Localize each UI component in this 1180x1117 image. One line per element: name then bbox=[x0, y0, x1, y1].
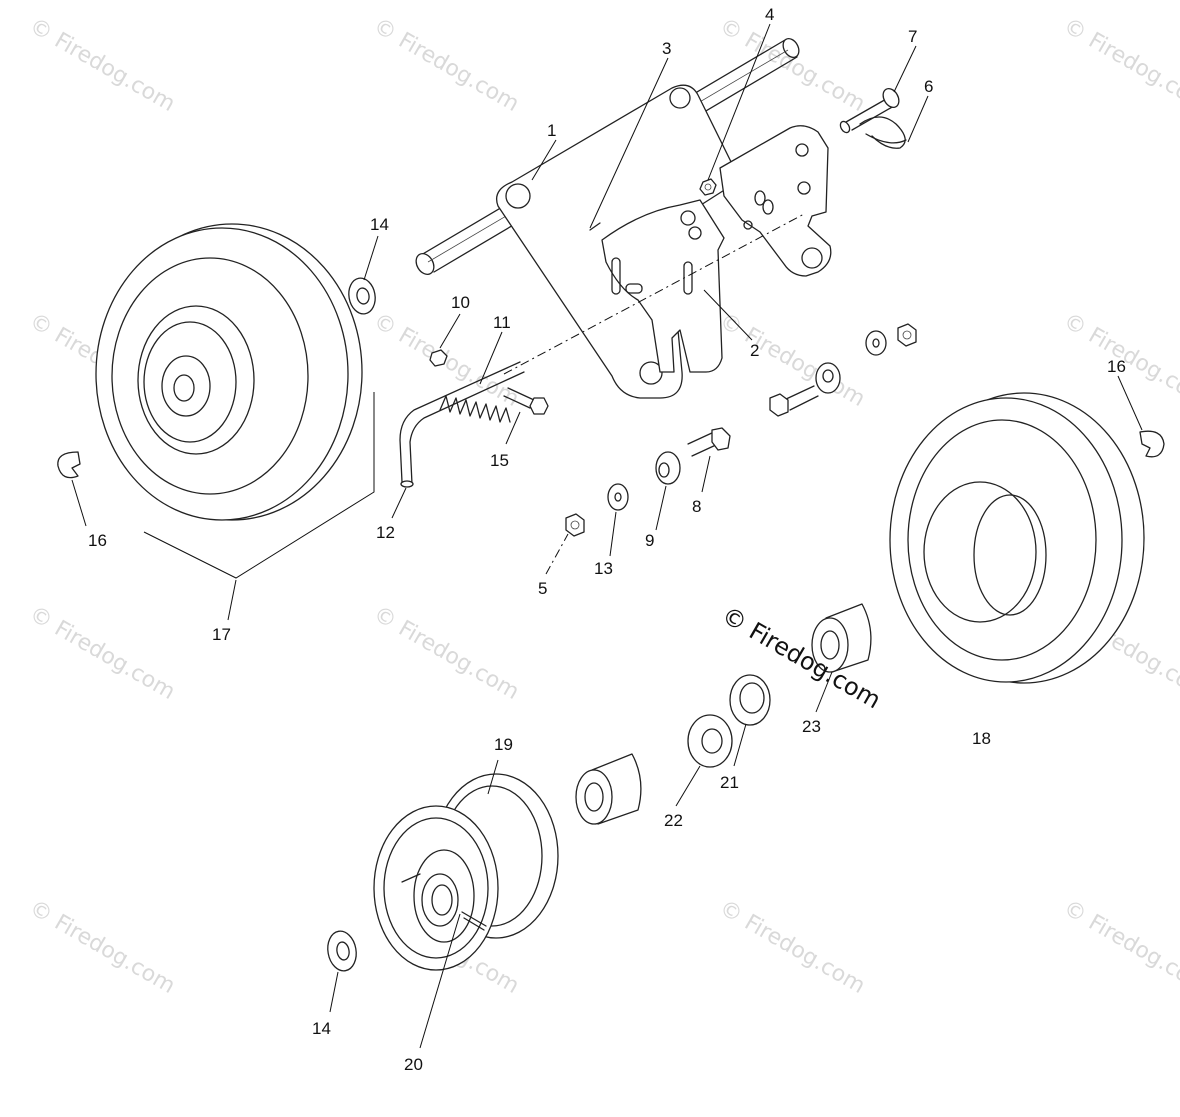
callout-6: 6 bbox=[924, 77, 933, 96]
watermark: © Firedog.com bbox=[369, 602, 523, 705]
callout-10: 10 bbox=[451, 293, 470, 312]
part-17-left-wheel bbox=[95, 223, 363, 521]
watermark: © Firedog.com bbox=[369, 14, 523, 117]
watermark: © Firedog.com bbox=[1059, 896, 1180, 999]
callout-14-upper: 14 bbox=[370, 215, 389, 234]
part-16-eclip-left bbox=[57, 451, 81, 479]
callout-9: 9 bbox=[645, 531, 654, 550]
part-9-bushing bbox=[655, 451, 681, 485]
leader-5 bbox=[545, 533, 569, 575]
part-2-adjust-bracket bbox=[601, 199, 725, 373]
part-14-washer-lower bbox=[327, 930, 357, 972]
callout-1: 1 bbox=[547, 121, 556, 140]
callout-22: 22 bbox=[664, 811, 683, 830]
part-14-washer-upper bbox=[348, 277, 376, 315]
nut-upper-right bbox=[897, 323, 917, 347]
callout-labels: 1 2 3 4 5 6 7 8 9 10 11 12 13 14 14 15 1… bbox=[88, 5, 1126, 1074]
callout-8: 8 bbox=[692, 497, 701, 516]
part-11-spring bbox=[439, 395, 511, 423]
callout-11: 11 bbox=[493, 313, 511, 332]
callout-15: 15 bbox=[490, 451, 509, 470]
callout-23: 23 bbox=[802, 717, 821, 736]
part-20-valve-stem bbox=[401, 873, 487, 931]
part-16-eclip-right bbox=[1139, 430, 1165, 458]
watermark: © Firedog.com bbox=[715, 896, 869, 999]
part-4-nut bbox=[699, 178, 717, 196]
part-18-right-tire bbox=[889, 392, 1145, 684]
roller-bearing-lower bbox=[575, 753, 642, 825]
rear-mount-plate bbox=[719, 125, 832, 277]
callout-7: 7 bbox=[908, 27, 917, 46]
part-15-bolt bbox=[503, 387, 549, 415]
callout-20: 20 bbox=[404, 1055, 423, 1074]
part-23-roller-bearing bbox=[811, 603, 872, 673]
part-12-lever-rod bbox=[399, 361, 525, 488]
callout-14-lower: 14 bbox=[312, 1019, 331, 1038]
callout-16-left: 16 bbox=[88, 531, 107, 550]
callout-2: 2 bbox=[750, 341, 759, 360]
washer-upper-right bbox=[865, 330, 887, 356]
watermark: © Firedog.com bbox=[25, 602, 179, 705]
part-13-washer bbox=[607, 483, 629, 511]
watermark: © Firedog.com bbox=[25, 896, 179, 999]
part-8-bolt-upper bbox=[769, 385, 819, 417]
part-10-nut bbox=[429, 349, 448, 367]
part-21-seal bbox=[729, 674, 771, 726]
part-19-rim bbox=[373, 773, 559, 971]
watermark: © Firedog.com bbox=[25, 14, 179, 117]
part-8-bolt bbox=[687, 427, 731, 457]
callout-17: 17 bbox=[212, 625, 231, 644]
callout-4: 4 bbox=[765, 5, 774, 24]
callout-16-right: 16 bbox=[1107, 357, 1126, 376]
callout-13: 13 bbox=[594, 559, 613, 578]
part-6-hairpin-clip bbox=[859, 116, 907, 149]
watermark: © Firedog.com bbox=[1059, 14, 1180, 117]
callout-21: 21 bbox=[720, 773, 739, 792]
callout-19: 19 bbox=[494, 735, 513, 754]
callout-5: 5 bbox=[538, 579, 547, 598]
callout-3: 3 bbox=[662, 39, 671, 58]
leader-lines bbox=[71, 23, 1143, 1049]
callout-18: 18 bbox=[972, 729, 991, 748]
leader-17 bbox=[143, 392, 375, 579]
part-22-spacer bbox=[687, 714, 733, 768]
spacer-bushing-upper bbox=[815, 362, 841, 394]
watermark: © Firedog.com bbox=[715, 14, 869, 117]
part-5-locknut bbox=[565, 513, 585, 537]
callout-12: 12 bbox=[376, 523, 395, 542]
